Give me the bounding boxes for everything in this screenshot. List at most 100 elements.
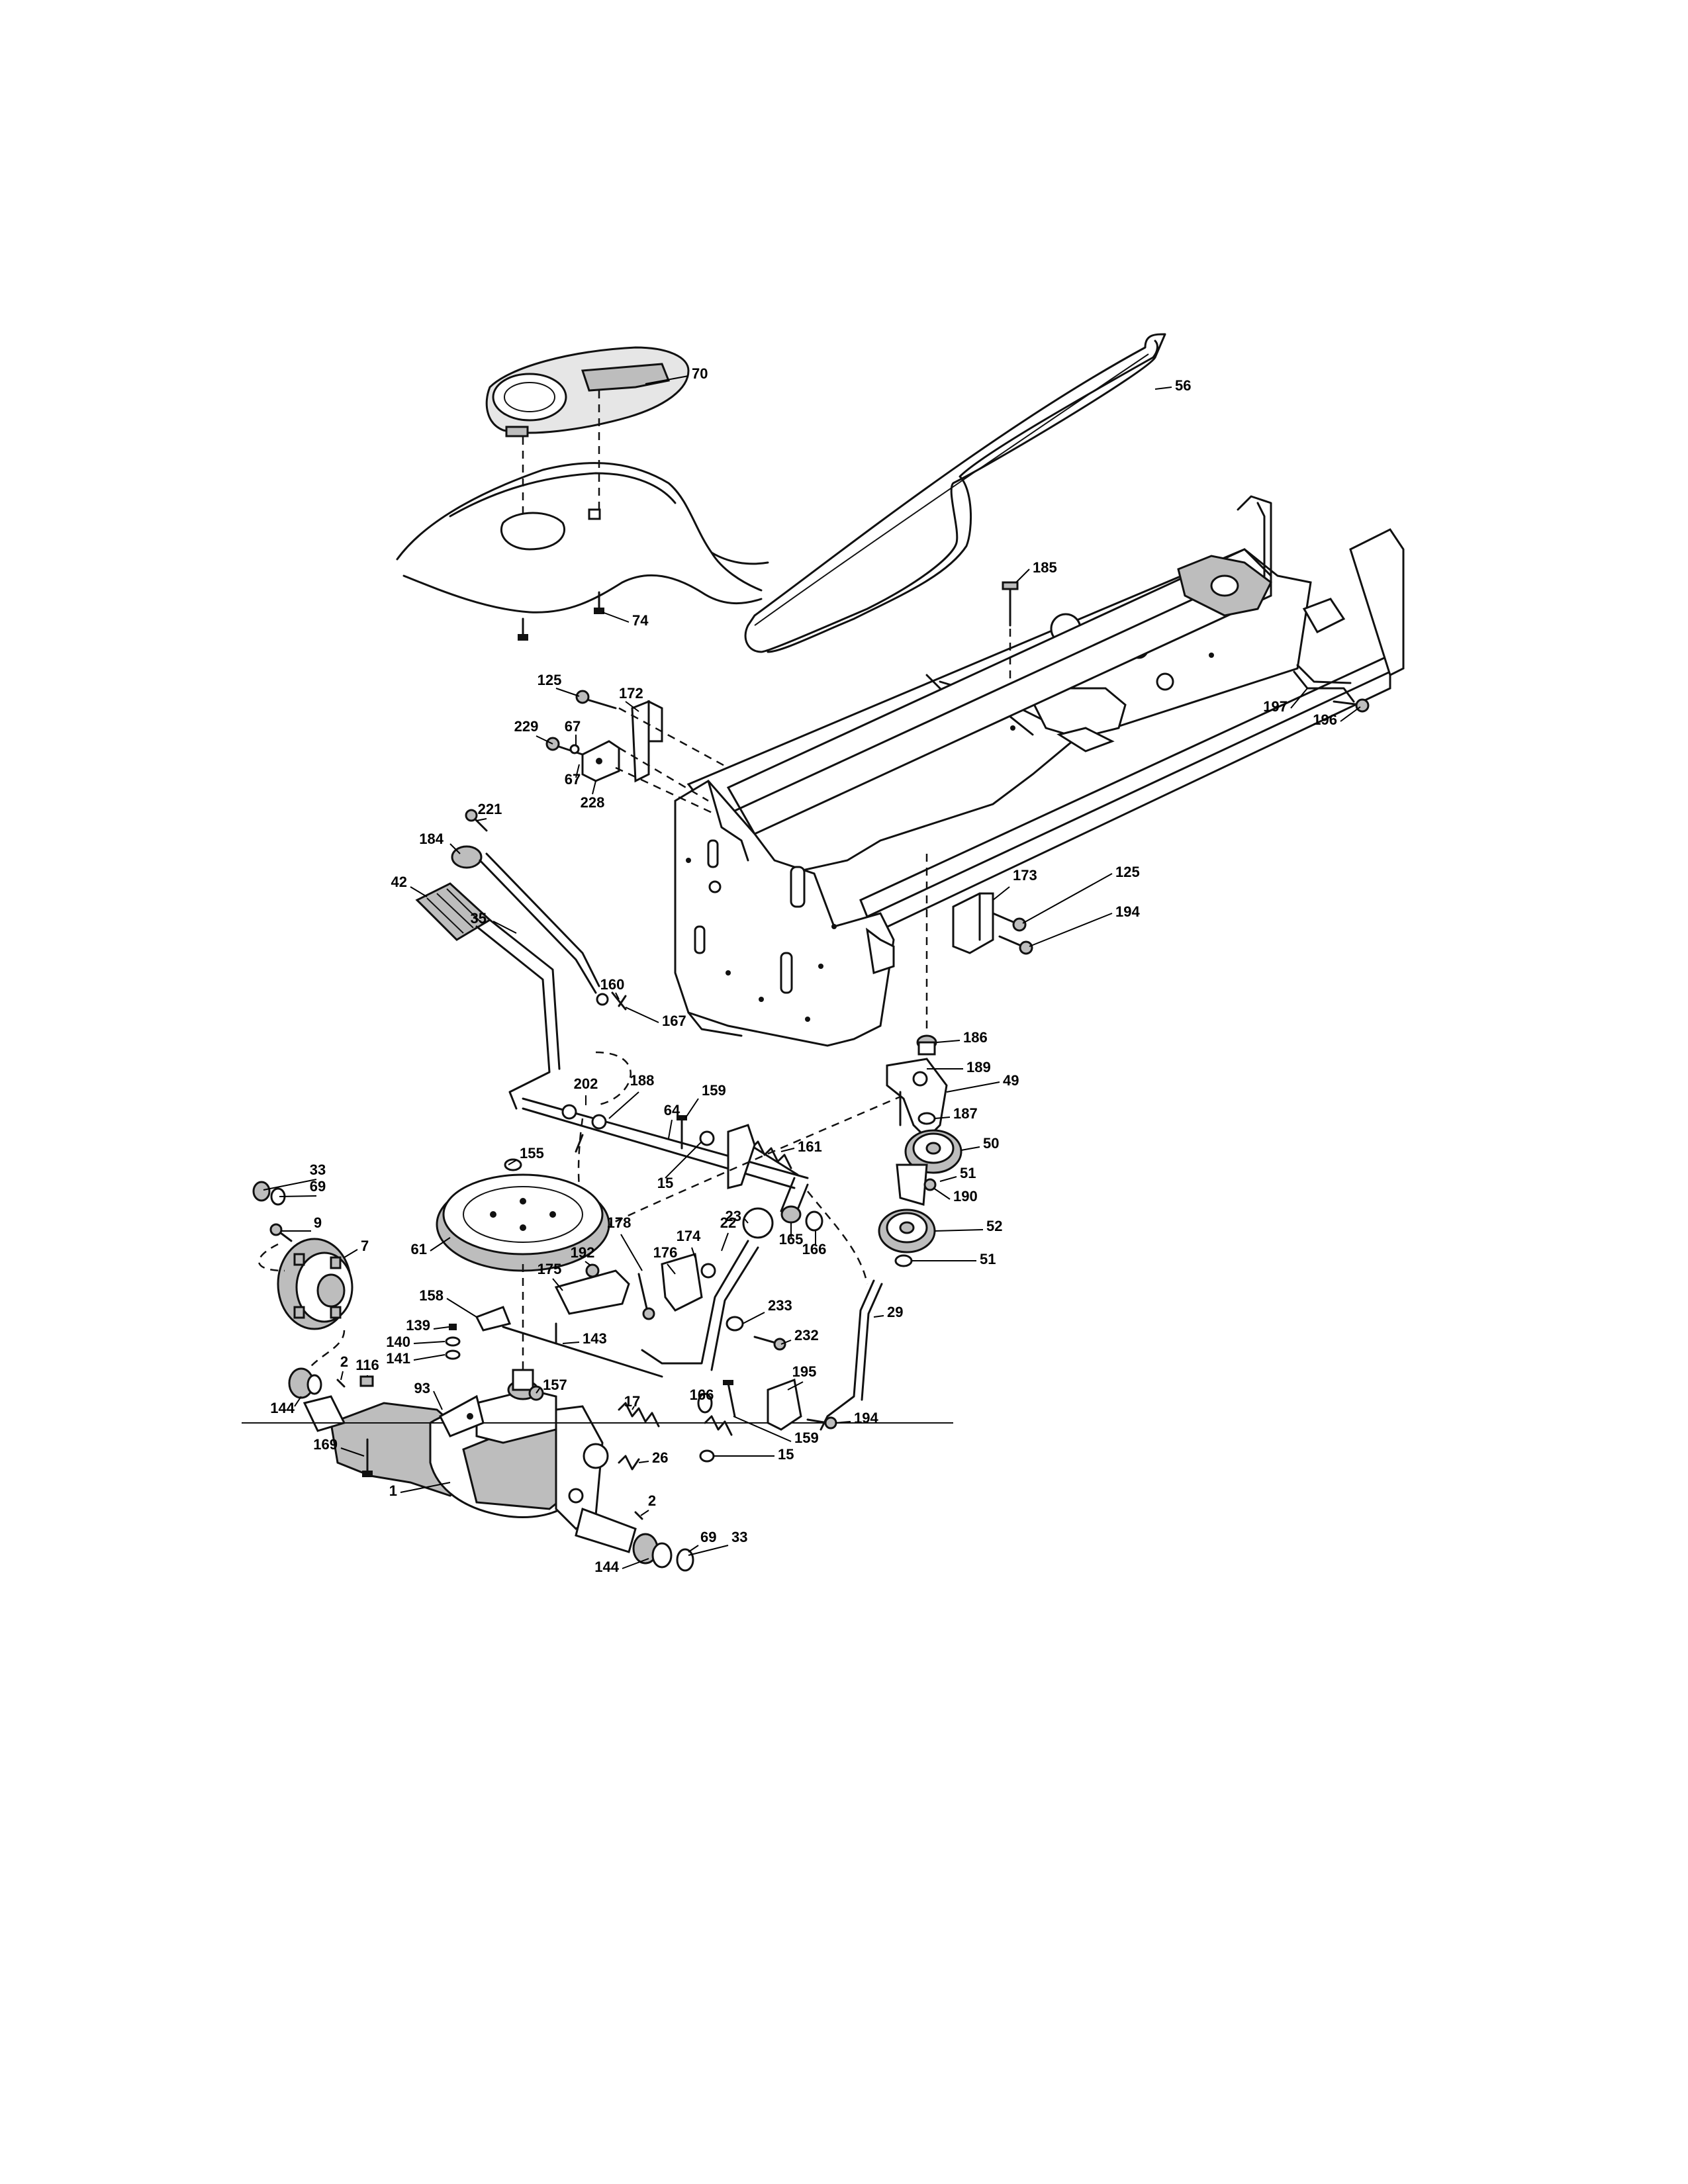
callout-label: 178	[607, 1214, 632, 1231]
callout-label: 61	[411, 1241, 427, 1257]
callout-label: 52	[986, 1218, 1002, 1234]
leader-line	[476, 818, 487, 821]
washer-187	[917, 1112, 936, 1125]
leader-line	[263, 1179, 317, 1191]
leader-line	[638, 1461, 649, 1463]
leader-line	[1154, 387, 1172, 390]
leader-line	[688, 1545, 729, 1556]
ball-23	[742, 1207, 774, 1239]
bolt-232	[753, 1336, 786, 1351]
callout-label: 29	[887, 1304, 903, 1320]
link-143	[502, 1322, 663, 1378]
callout-label: 157	[543, 1377, 567, 1393]
bracket-93	[439, 1394, 485, 1437]
leader-line	[430, 1237, 451, 1251]
callout-label: 139	[406, 1317, 430, 1334]
pulley-52	[878, 1208, 936, 1253]
callout-label: 174	[677, 1228, 701, 1244]
callout-label: 173	[1013, 867, 1037, 884]
hub-7	[277, 1238, 353, 1330]
callout-label: 93	[414, 1380, 430, 1396]
bracket-64	[727, 1124, 756, 1189]
callout-label: 187	[953, 1105, 978, 1122]
key-2-lower	[634, 1511, 643, 1520]
callout-label: 169	[313, 1436, 338, 1453]
callout-label: 161	[798, 1138, 822, 1155]
callout-label: 228	[581, 794, 605, 811]
callout-label: 172	[619, 685, 643, 702]
shaft-188-64	[522, 1097, 809, 1219]
leader-line	[1029, 913, 1113, 947]
leader-line	[733, 1416, 792, 1442]
leader-line	[1015, 569, 1030, 583]
callout-label: 194	[854, 1410, 878, 1426]
leader-line	[744, 1218, 749, 1224]
leader-line	[536, 735, 553, 745]
callout-label: 2	[648, 1492, 656, 1509]
callout-label: 229	[514, 718, 539, 735]
callout-label: 155	[520, 1145, 544, 1161]
callout-label: 67	[565, 771, 581, 788]
leader-line	[620, 1234, 643, 1271]
leader-line	[446, 1298, 477, 1318]
callout-label: 221	[478, 801, 502, 817]
callout-label: 116	[355, 1357, 379, 1373]
pulley-50	[904, 1129, 962, 1174]
callout-label: 74	[632, 612, 649, 629]
leader-line	[780, 1340, 792, 1345]
arm-174-176-178	[637, 1253, 716, 1320]
leader-line	[688, 1545, 699, 1553]
leader-line	[413, 1354, 445, 1361]
leader-line	[433, 1390, 443, 1410]
leader-line	[294, 1396, 302, 1407]
leader-line	[684, 1098, 699, 1119]
fender-part	[396, 462, 769, 614]
leader-line	[508, 1160, 517, 1165]
transaxle-1	[303, 1369, 637, 1553]
callout-label: 69	[700, 1529, 716, 1545]
washer-233	[726, 1316, 744, 1332]
callout-label: 141	[386, 1350, 410, 1367]
bolt-192	[585, 1263, 600, 1278]
leader-line	[344, 1249, 358, 1258]
callout-label: 51	[980, 1251, 996, 1267]
callout-label: 51	[960, 1165, 976, 1181]
leader-line	[632, 1406, 635, 1410]
callout-label: 15	[657, 1175, 673, 1191]
leader-line	[933, 1187, 951, 1200]
nut-116	[359, 1375, 374, 1387]
pins-160-167	[596, 991, 627, 1011]
rod-29	[820, 1279, 883, 1431]
washers-right	[632, 1533, 694, 1572]
callout-label: 185	[1033, 559, 1057, 576]
leader-line	[939, 1176, 957, 1182]
callout-label: 197	[1263, 698, 1288, 715]
bolt-196	[1333, 698, 1370, 713]
spring-17	[618, 1402, 660, 1428]
callout-label: 233	[768, 1297, 792, 1314]
leader-line	[449, 843, 461, 854]
callout-label: 33	[310, 1161, 326, 1178]
fasteners-139-140-141	[445, 1324, 461, 1360]
spring-26	[618, 1455, 640, 1471]
leader-line	[667, 1263, 676, 1275]
screw-74	[518, 591, 604, 641]
callout-label: 26	[652, 1449, 668, 1466]
callout-label: 67	[565, 718, 581, 735]
leader-line	[640, 1510, 649, 1516]
callout-label: 167	[662, 1013, 686, 1029]
key-2-upper	[336, 1379, 346, 1388]
callout-label: 140	[386, 1334, 410, 1350]
frame-part	[674, 495, 1405, 1047]
leader-line	[592, 780, 596, 795]
callout-label: 202	[574, 1075, 598, 1092]
callout-label: 189	[966, 1059, 991, 1075]
leader-line	[602, 612, 630, 623]
leader-line	[1290, 688, 1308, 709]
leader-line	[625, 1007, 659, 1023]
leader-line	[1340, 706, 1361, 722]
callout-label: 9	[314, 1214, 322, 1231]
leader-line	[721, 1232, 729, 1251]
leader-line	[622, 1558, 649, 1569]
